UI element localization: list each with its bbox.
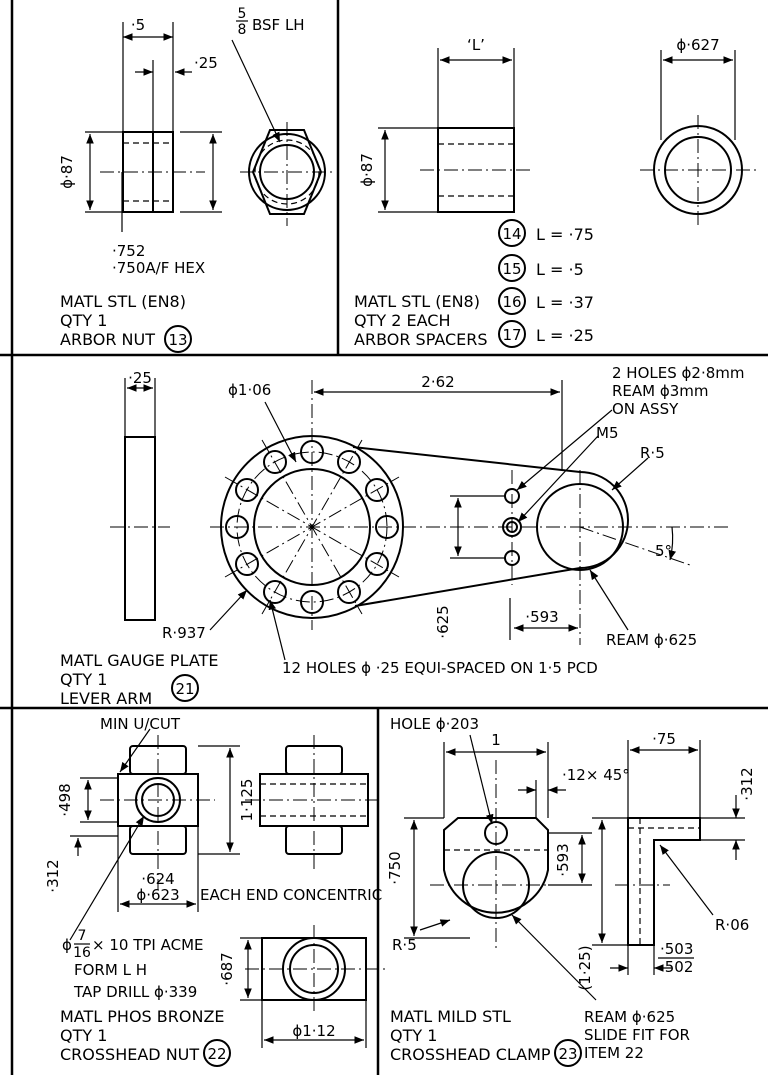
- arbor-nut-name: ARBOR NUT: [60, 330, 155, 349]
- crosshead-clamp-radius: R·5: [392, 936, 417, 954]
- crosshead-nut-matl: MATL PHOS BRONZE: [60, 1007, 225, 1026]
- arbor-nut-item-number: 13: [168, 331, 187, 349]
- spacer-item-number: 17: [502, 326, 521, 344]
- arbor-nut-thread-den: 8: [238, 22, 247, 38]
- crosshead-clamp-name: CROSSHEAD CLAMP: [390, 1045, 551, 1064]
- crosshead-nut-dim-312: ·312: [44, 859, 62, 892]
- lever-arm-item-number: 21: [175, 680, 194, 698]
- spacer-length-value: L = ·75: [536, 225, 594, 244]
- crosshead-nut-dim-498: ·498: [56, 783, 74, 816]
- lever-arm-annotations: ·25 ϕ1·06 2·62 2 HOLES ϕ2·8mm REAM ϕ3mm …: [60, 364, 745, 708]
- arbor-nut-flange-dim: ·25: [194, 54, 218, 72]
- crosshead-clamp-ream-1: REAM ϕ·625: [584, 1008, 675, 1026]
- arbor-spacers-annotations: ‘L’ ϕ·627 ϕ·87 14 L = ·75 15 L = ·5 16 L…: [354, 36, 720, 349]
- arbor-spacers-matl: MATL STL (EN8): [354, 292, 480, 311]
- arbor-nut-af-2: ·750A/F HEX: [112, 259, 205, 277]
- crosshead-clamp-dim-503: ·503: [660, 940, 693, 958]
- crosshead-nut-dim-623: ϕ·623: [136, 886, 179, 904]
- crosshead-nut-thread-1: × 10 TPI ACME: [92, 936, 203, 954]
- crosshead-nut-item-number: 22: [207, 1045, 226, 1063]
- arbor-nut-width-dim: ·5: [131, 16, 145, 34]
- crosshead-clamp-dim-312: ·312: [738, 767, 756, 800]
- crosshead-nut-dim-624: ·624: [141, 870, 174, 888]
- lever-arm-m5: M5: [596, 424, 619, 442]
- crosshead-clamp-dim-75: ·75: [652, 730, 676, 748]
- spacer-length-value: L = ·5: [536, 260, 584, 279]
- crosshead-nut-thread-3: TAP DRILL ϕ·339: [73, 983, 197, 1001]
- lever-arm-drawing: [110, 378, 730, 661]
- crosshead-nut-dim-112: ϕ1·12: [292, 1022, 335, 1040]
- crosshead-clamp-drawing: [404, 734, 745, 1001]
- spacer-length-value: L = ·37: [536, 293, 594, 312]
- crosshead-clamp-ream-2: SLIDE FIT FOR: [584, 1026, 690, 1044]
- crosshead-clamp-dim-502: ·502: [660, 958, 693, 976]
- arbor-spacers-outer-dim: ϕ·627: [676, 36, 719, 54]
- lever-arm-angle: 5°: [655, 542, 672, 560]
- crosshead-clamp-dim-125: (1·25): [576, 945, 594, 990]
- crosshead-nut-thread-den: 16: [73, 945, 91, 961]
- crosshead-nut-thread-num: 7: [78, 928, 87, 944]
- crosshead-clamp-r06: R·06: [715, 916, 749, 934]
- crosshead-clamp-dim-750: ·750: [386, 851, 404, 884]
- crosshead-clamp-qty: QTY 1: [390, 1026, 437, 1045]
- crosshead-nut-annotations: MIN U/CUT ·498 1·125 ·312 ·624 ϕ·623 EAC…: [44, 715, 382, 1067]
- crosshead-nut-dim-1125: 1·125: [238, 779, 256, 822]
- arbor-spacers-length-dim: ‘L’: [467, 36, 485, 54]
- crosshead-clamp-item-number: 23: [558, 1045, 577, 1063]
- crosshead-nut-undercut: MIN U/CUT: [100, 715, 181, 733]
- lever-arm-centres-dim: 2·62: [421, 373, 454, 391]
- arbor-nut-annotations: ·5 ·25 5 8 BSF LH ϕ·87 ·752 ·750A/F HEX …: [58, 6, 305, 353]
- arbor-nut-drawing: [85, 22, 334, 232]
- arbor-spacers-qty: QTY 2 EACH: [354, 311, 450, 330]
- lever-arm-pcd-note: 12 HOLES ϕ ·25 EQUI-SPACED ON 1·5 PCD: [282, 659, 598, 677]
- crosshead-nut-name: CROSSHEAD NUT: [60, 1045, 199, 1064]
- arbor-nut-thread-num: 5: [238, 6, 247, 22]
- arbor-nut-matl: MATL STL (EN8): [60, 292, 186, 311]
- arbor-nut-dia-dim: ϕ·87: [58, 155, 76, 189]
- spacer-item-number: 14: [502, 225, 521, 243]
- spacer-item-number: 16: [502, 293, 521, 311]
- spacer-item-number: 15: [502, 260, 521, 278]
- crosshead-nut-thread-2: FORM L H: [74, 961, 147, 979]
- crosshead-clamp-hole: HOLE ϕ·203: [390, 715, 479, 733]
- lever-arm-note-holes-1: 2 HOLES ϕ2·8mm: [612, 364, 745, 382]
- arbor-nut-thread: BSF LH: [252, 16, 305, 34]
- lever-arm-name: LEVER ARM: [60, 689, 152, 708]
- arbor-spacers-dia-dim: ϕ·87: [358, 153, 376, 187]
- crosshead-nut-concentric: EACH END CONCENTRIC: [200, 886, 382, 904]
- crosshead-nut-qty: QTY 1: [60, 1026, 107, 1045]
- spacer-size-table: 14 L = ·75 15 L = ·5 16 L = ·37 17 L = ·…: [498, 219, 594, 348]
- lever-arm-hole-dim: ϕ1·06: [228, 381, 271, 399]
- lever-arm-radius-937: R·937: [162, 624, 206, 642]
- crosshead-clamp-chamfer: ·12× 45°: [562, 766, 630, 784]
- arbor-nut-af-1: ·752: [112, 242, 145, 260]
- crosshead-nut-thread-prefix: ϕ: [62, 936, 72, 954]
- lever-arm-dim-593: ·593: [525, 608, 558, 626]
- crosshead-nut-dim-687: ·687: [218, 952, 236, 985]
- arbor-spacers-drawing: [378, 48, 756, 226]
- arbor-nut-qty: QTY 1: [60, 311, 107, 330]
- crosshead-clamp-annotations: HOLE ϕ·203 1 ·12× 45° ·75 ·312 ·750 ·593…: [386, 715, 756, 1067]
- lever-arm-note-holes-3: ON ASSY: [612, 400, 679, 418]
- crosshead-clamp-dim-1: 1: [491, 731, 501, 749]
- crosshead-nut-drawing: [69, 728, 385, 1048]
- lever-arm-note-holes-2: REAM ϕ3mm: [612, 382, 709, 400]
- lever-arm-thickness-dim: ·25: [128, 369, 152, 387]
- crosshead-clamp-ream-3: ITEM 22: [584, 1044, 644, 1062]
- crosshead-clamp-dim-593: ·593: [554, 843, 572, 876]
- lever-arm-radius: R·5: [640, 444, 665, 462]
- arbor-spacers-name: ARBOR SPACERS: [354, 330, 488, 349]
- lever-arm-matl: MATL GAUGE PLATE: [60, 651, 218, 670]
- lever-arm-qty: QTY 1: [60, 670, 107, 689]
- pcd-holes: [225, 440, 399, 614]
- crosshead-clamp-matl: MATL MILD STL: [390, 1007, 511, 1026]
- lever-arm-dim-625: ·625: [434, 605, 452, 638]
- spacer-length-value: L = ·25: [536, 326, 594, 345]
- lever-arm-ream: REAM ϕ·625: [606, 631, 697, 649]
